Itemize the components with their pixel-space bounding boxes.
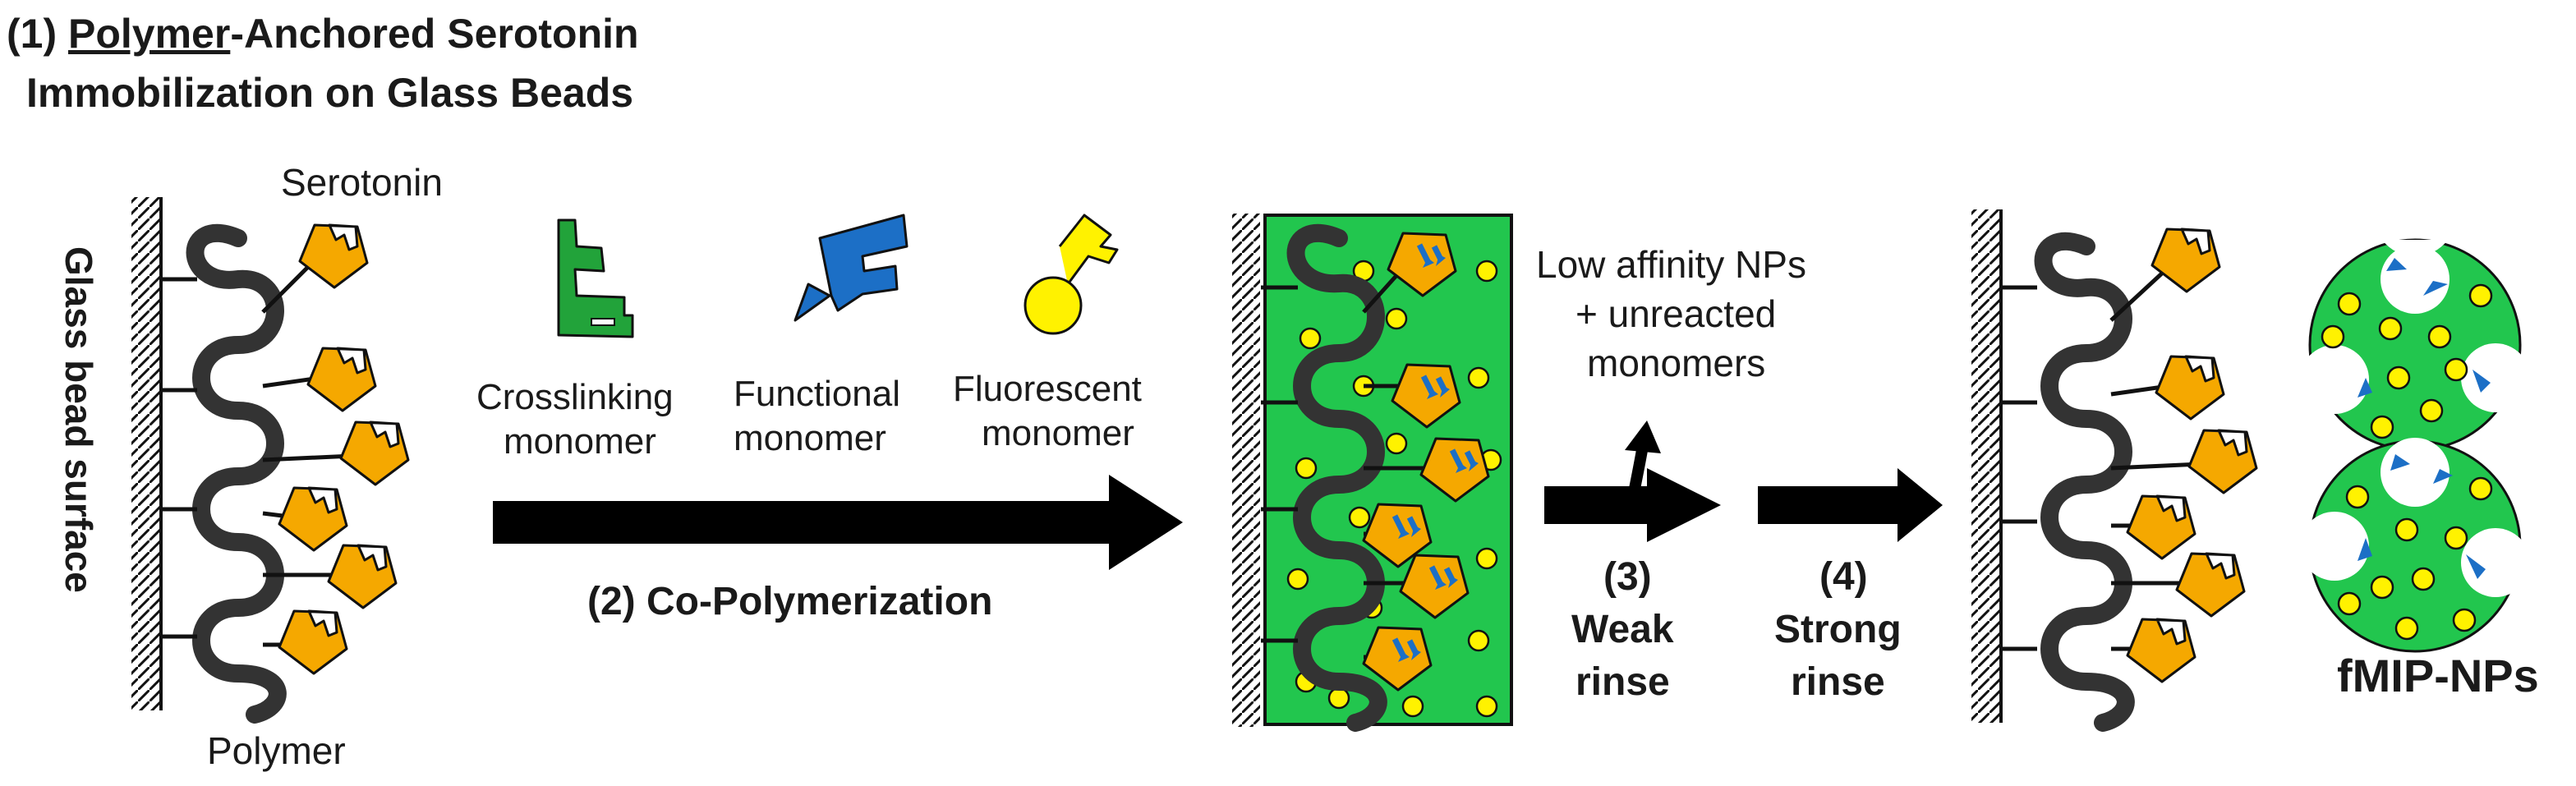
label-fmip-nps: fMIP-NPs [2337,650,2539,701]
step3-weak-rinse: Low affinity NPs + unreacted monomers (3… [1536,243,1806,704]
fmip-nanoparticle [2300,438,2530,653]
polymer-chain [186,223,287,724]
serotonin-molecule [2150,228,2221,293]
serotonin-molecule [327,544,398,609]
step1-title-line1: (1) Polymer-Anchored Serotonin [7,11,639,57]
crosslinking-monomer-icon [557,218,634,338]
serotonin-molecule [278,486,348,552]
functional-monomer-icon [818,214,908,312]
serotonin-molecule [2175,552,2246,618]
step2-arrow: (2) Co-Polymerization [493,475,1183,623]
fluorescent-monomer-icon [1058,214,1119,285]
label-fluorescent: Fluorescent [953,369,1142,409]
serotonin-molecule [2155,355,2225,421]
serotonin-molecule [278,609,348,675]
panel-recovered-template [1971,209,2258,732]
label-step3-rinse: rinse [1576,660,1670,704]
fluorescent-dots [1286,260,1502,718]
label-glass-bead-surface: Glass bead surface [58,246,100,593]
label-crosslinking-monomer: monomer [504,421,656,462]
label-crosslinking: Crosslinking [476,377,674,417]
serotonin-molecule [2126,494,2196,560]
label-unreacted: + unreacted [1576,292,1776,335]
panel-anchored-serotonin: Serotonin Polymer Glass bead surface [58,161,443,772]
label-fluorescent-monomer: monomer [982,413,1134,453]
label-low-affinity: Low affinity NPs [1536,243,1806,286]
step1-title-line2: Immobilization on Glass Beads [26,70,633,116]
label-functional-monomer: monomer [734,418,886,458]
polymer-anchors [161,277,197,639]
label-step3-num: (3) [1603,555,1652,599]
panel-polymerized [1232,214,1513,732]
serotonin-molecule [298,223,369,289]
monomer-legend: Crosslinking monomer Functional monomer … [476,214,1142,462]
serotonin-molecule [306,347,377,412]
label-step4-strong: Strong [1774,608,1902,651]
fmip-nanoparticles: fMIP-NPs [2300,238,2539,701]
serotonin-molecule [339,421,410,486]
label-serotonin: Serotonin [281,161,443,204]
glass-surface-hatch [131,197,159,710]
step4-strong-rinse: (4) Strong rinse [1758,468,1943,704]
label-step3-weak: Weak [1571,608,1674,651]
label-step4-num: (4) [1819,555,1868,599]
serotonin-molecule [2187,429,2258,494]
label-monomers: monomers [1587,342,1765,384]
label-functional: Functional [734,374,900,414]
label-step4-rinse: rinse [1791,660,1885,704]
label-polymer: Polymer [207,729,346,772]
label-step2: (2) Co-Polymerization [587,580,992,623]
fmip-nanoparticle [2300,238,2530,452]
serotonin-molecule [2126,618,2196,683]
serotonin-tethers [261,261,354,647]
